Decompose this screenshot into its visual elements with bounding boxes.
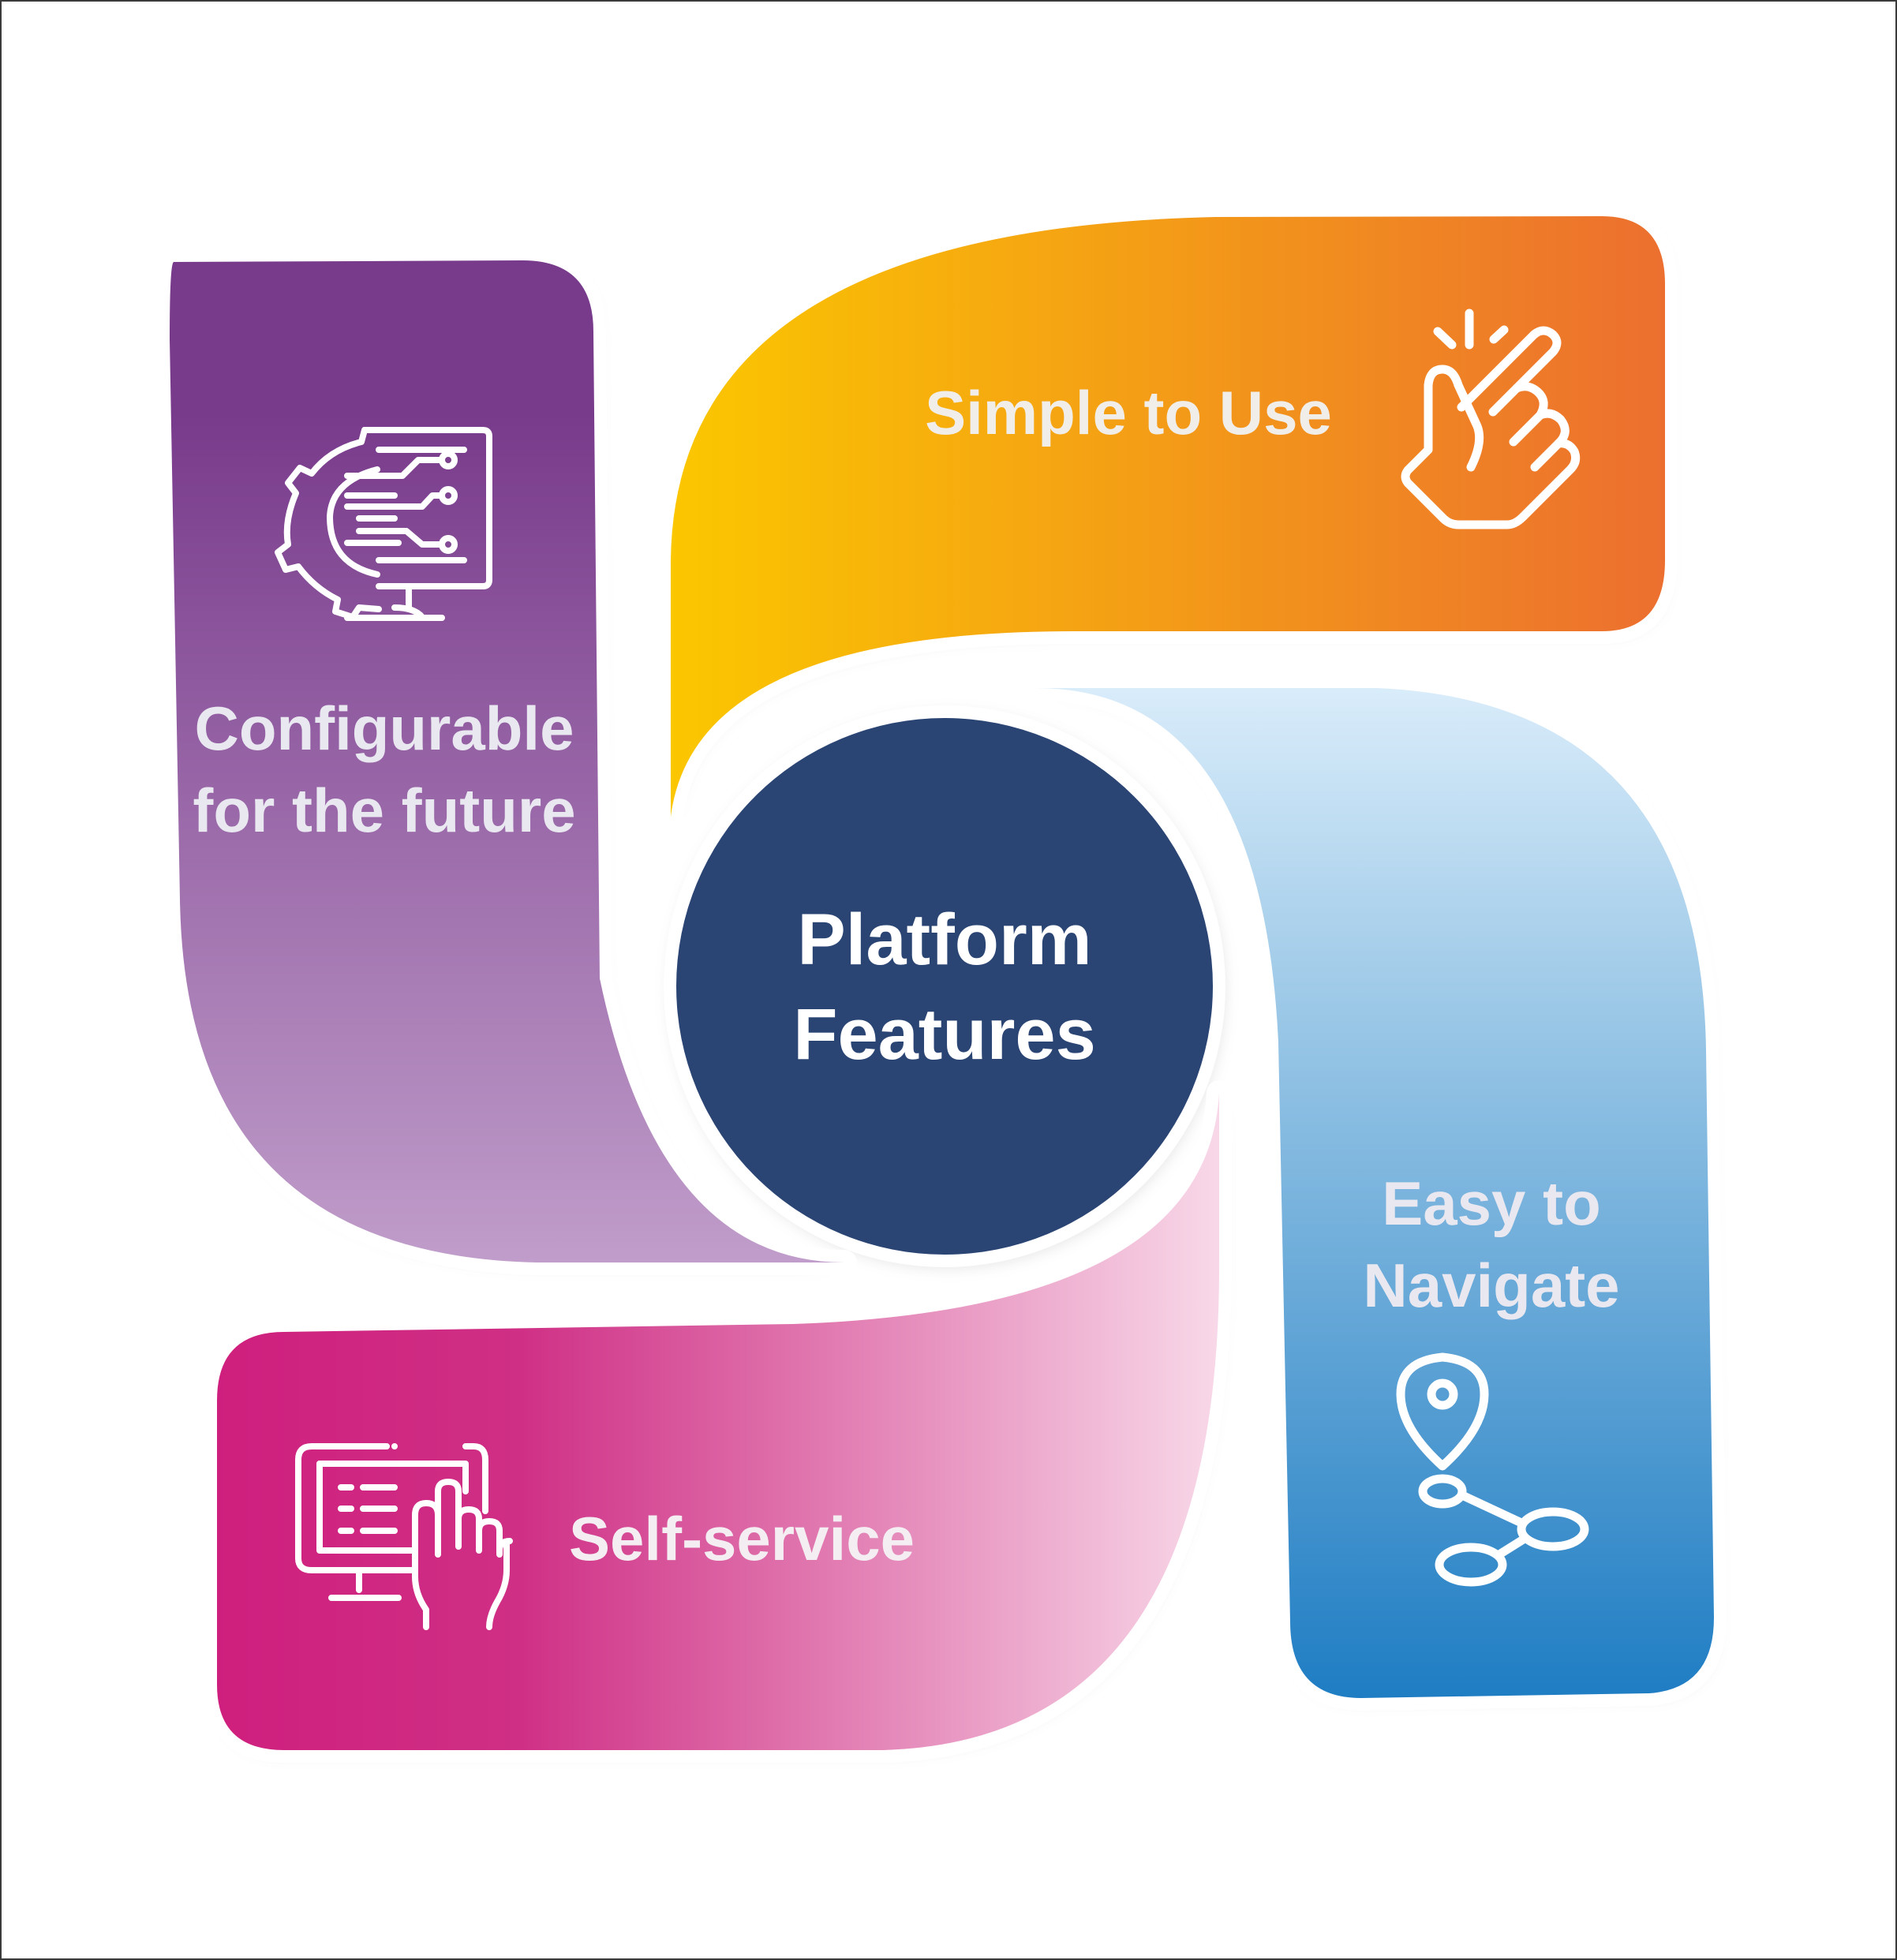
- center-title-line1: Platform: [797, 900, 1091, 980]
- center-title-line2: Features: [793, 994, 1096, 1075]
- petal-self-service: [217, 1093, 1220, 1750]
- location-route-icon: [1396, 1352, 1589, 1587]
- petal-configurable: [170, 260, 844, 1262]
- petal-easy-to-navigate: [1034, 687, 1714, 1698]
- self-service-label: Self-service: [569, 1504, 915, 1573]
- snapping-hand-icon: [1401, 309, 1581, 529]
- configurable-label-line2: for the future: [193, 776, 575, 845]
- gear-circuit-monitor-icon: [275, 427, 492, 621]
- petal-simple-to-use: [671, 216, 1665, 817]
- configurable-label-line1: Configurable: [195, 694, 574, 763]
- center-circle: [676, 718, 1213, 1255]
- navigate-label-line1: Easy to: [1382, 1169, 1600, 1238]
- touch-screen-icon: [295, 1443, 513, 1630]
- simple-to-use-label: Simple to Use: [925, 378, 1332, 447]
- navigate-label-line2: Navigate: [1363, 1251, 1619, 1320]
